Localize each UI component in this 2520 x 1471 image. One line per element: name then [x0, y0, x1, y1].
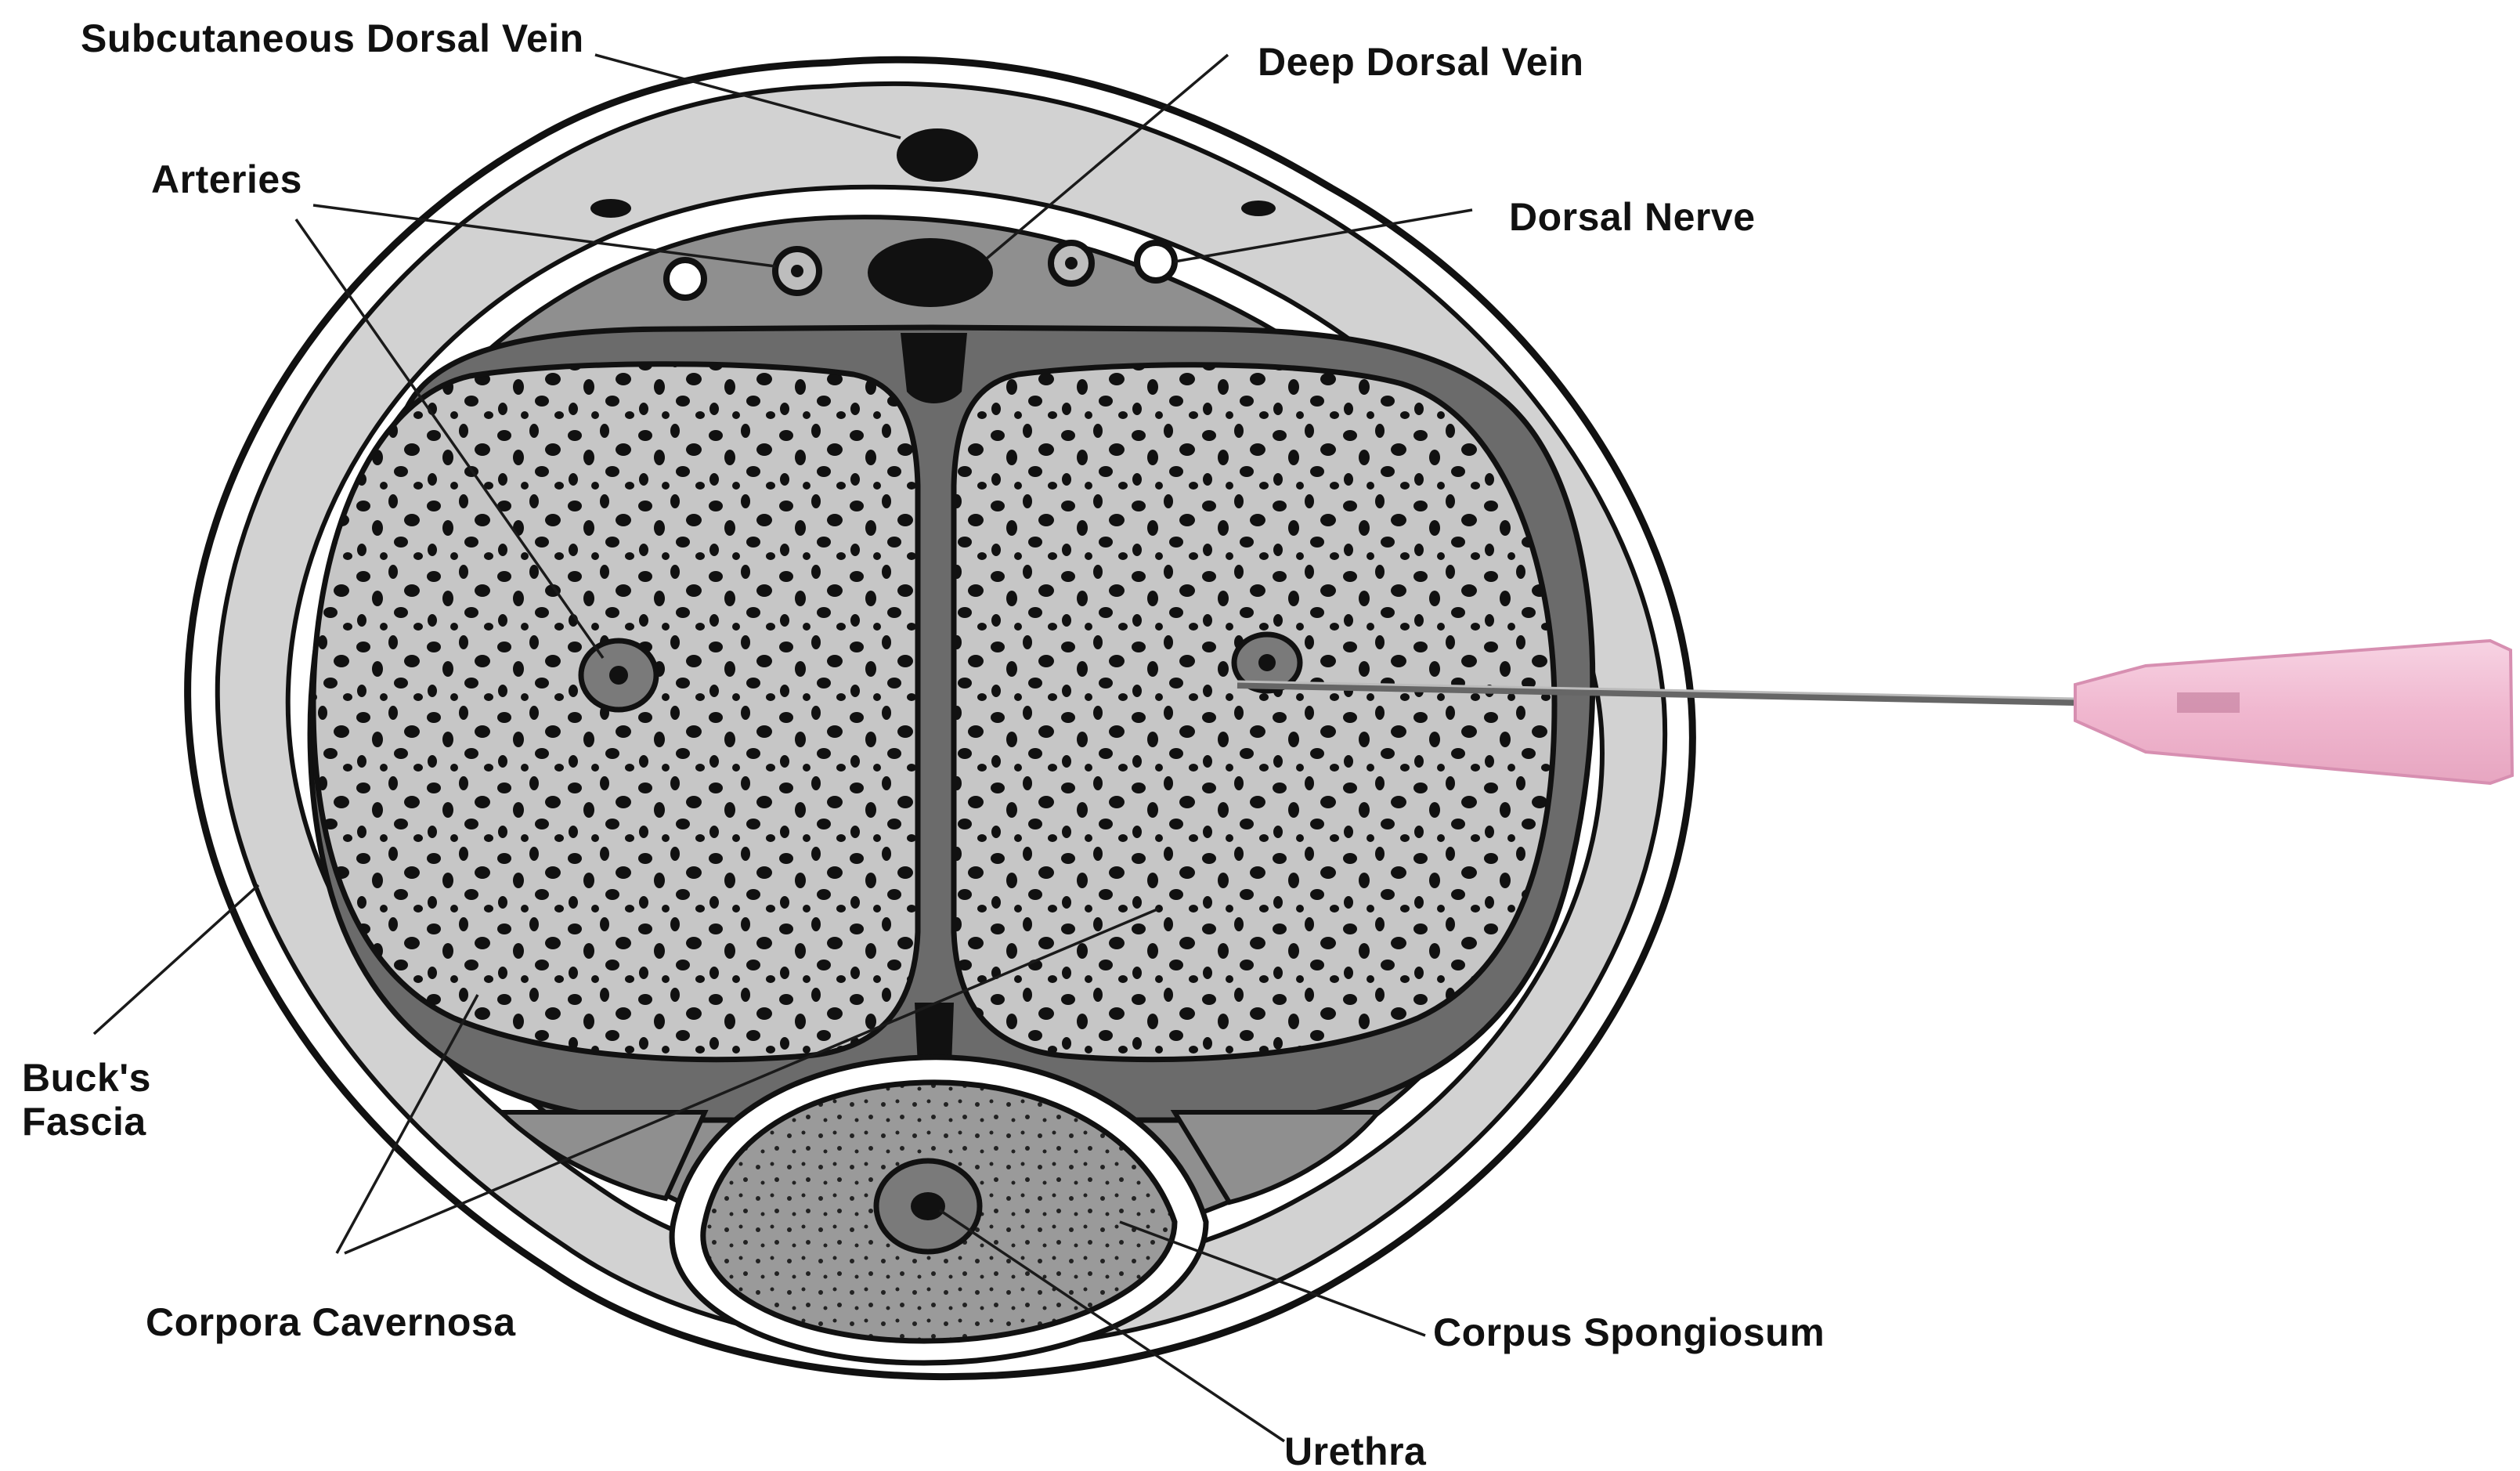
- corpus-cavernosum-right: [954, 365, 1554, 1060]
- label-dorsal-nerve: Dorsal Nerve: [1509, 195, 1756, 239]
- urethra-lumen: [911, 1192, 945, 1220]
- leader-bucks-fascia: [94, 885, 258, 1034]
- septum: [901, 333, 967, 403]
- label-subcutaneous-dorsal-vein: Subcutaneous Dorsal Vein: [81, 16, 584, 60]
- label-bucks-fascia-line1: Buck's: [22, 1056, 151, 1100]
- cavernosal-artery-left-lumen: [609, 666, 628, 685]
- label-urethra: Urethra: [1284, 1429, 1427, 1471]
- label-bucks-fascia-line2: Fascia: [22, 1100, 146, 1144]
- dorsal-artery-left-lumen: [791, 265, 803, 277]
- label-deep-dorsal-vein: Deep Dorsal Vein: [1258, 40, 1584, 84]
- dorsal-artery-right-lumen: [1065, 257, 1078, 269]
- deep-dorsal-vein-shape: [868, 238, 993, 307]
- dorsal-nerve-right: [1137, 243, 1175, 280]
- cavernosal-artery-right-lumen: [1258, 654, 1276, 671]
- small-vessel-right: [1241, 201, 1276, 216]
- label-corpora-cavernosa: Corpora Cavernosa: [146, 1300, 516, 1344]
- dorsal-nerve-left: [666, 260, 704, 298]
- label-arteries: Arteries: [151, 157, 302, 201]
- small-vessel-left: [590, 199, 631, 218]
- label-corpus-spongiosum: Corpus Spongiosum: [1433, 1310, 1825, 1354]
- needle-hub: [2075, 641, 2512, 783]
- needle-hub-window: [2177, 692, 2240, 713]
- subcutaneous-dorsal-vein-shape: [897, 128, 978, 182]
